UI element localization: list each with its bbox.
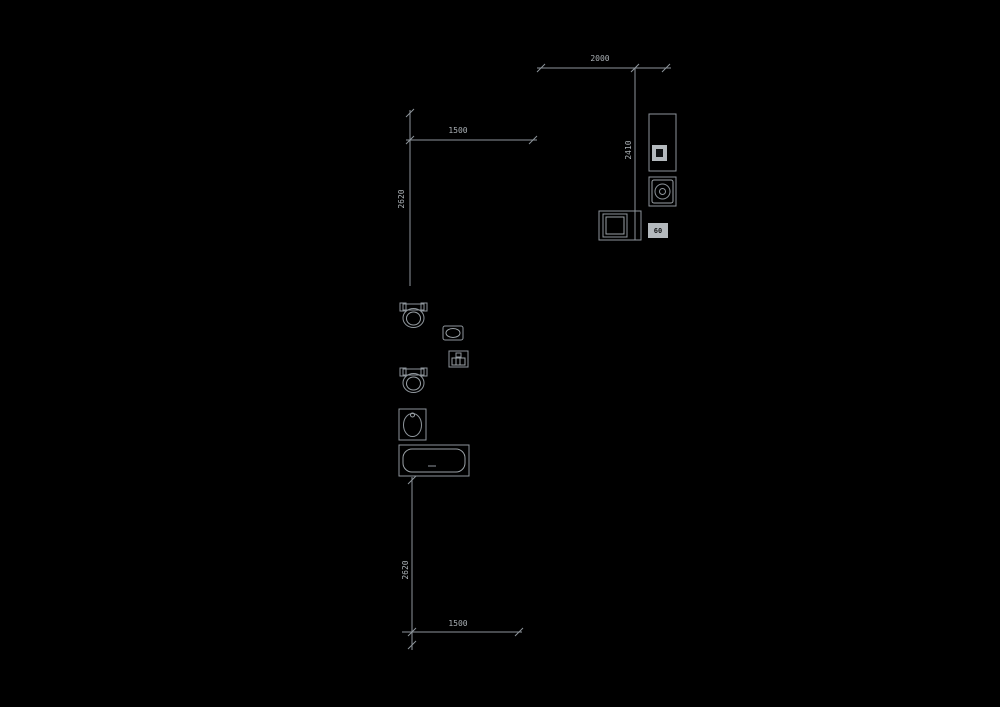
toilet-2 [400,368,427,393]
toilet-tank-knob [400,368,406,376]
washing-machine-door [660,189,666,195]
toilet-bowl-inner [407,312,421,325]
cabinet-sink-basin [656,149,663,157]
bathtub-basin [403,449,465,472]
bathtub [399,445,469,476]
top-right-dimension-group: 2000 2410 [537,54,671,240]
drain-grate [452,358,465,365]
drain-body [449,351,468,367]
washing-machine-drum [655,184,670,199]
dim-label-bottom-height: 2620 [401,560,410,579]
cabinet [649,114,676,171]
toilet-bowl-inner [407,377,421,390]
bottom-dimension-group: 2620 1500 [401,476,523,650]
dim-tick [631,64,639,72]
drain-nub [456,353,461,357]
toilet-tank-knob [421,303,427,311]
toilet-tank [403,369,424,375]
wall-basin [443,326,463,340]
sink-counter [399,409,426,440]
dim-tick [408,641,416,649]
sink-faucet [411,413,415,417]
floor-drain [449,351,468,367]
toilet-tank-knob [421,368,427,376]
fixture-tag-label: 60 [654,227,662,235]
basin-bowl [446,329,460,338]
dim-label-top-width: 2000 [590,54,609,63]
bathtub-rim [399,445,469,476]
dim-tick [529,136,537,144]
dim-tick [515,628,523,636]
dim-label-mid-width: 1500 [448,126,467,135]
middle-fixtures-group [399,303,469,476]
dim-tick [406,109,414,117]
toilet-bowl [403,374,424,393]
dim-label-top-right-height: 2410 [624,140,633,159]
counter [599,211,641,240]
dim-label-bottom-width: 1500 [448,619,467,628]
fixture-tag [648,223,668,238]
toilet-tank-knob [400,303,406,311]
toilet-1 [400,303,427,328]
dim-tick [537,64,545,72]
pedestal-sink [399,409,426,440]
top-right-fixtures-group: 60 [599,114,676,240]
dim-tick [662,64,670,72]
shower-tray-inner [606,217,624,234]
shower-tray [603,214,627,237]
dim-label-mid-height: 2620 [397,189,406,208]
dim-tick [408,476,416,484]
toilet-bowl [403,309,424,328]
toilet-tank [403,304,424,310]
washing-machine [649,177,676,206]
basin-body [443,326,463,340]
mid-left-dimension-group: 1500 2620 [397,109,537,286]
washing-machine-body [652,180,673,203]
